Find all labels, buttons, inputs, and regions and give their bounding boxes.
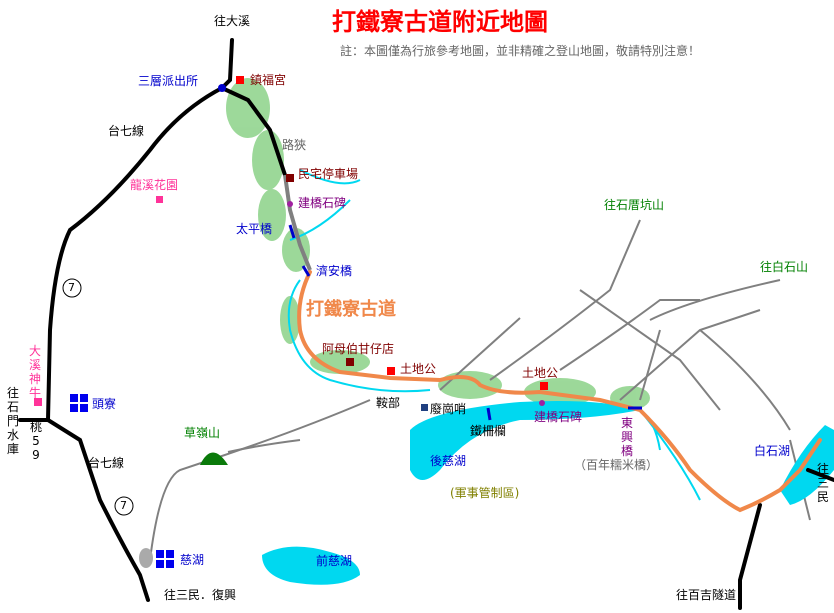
parking-marker — [286, 174, 294, 182]
tudigong-marker-2 — [540, 382, 548, 390]
label-baishi-lake: 白石湖 — [754, 444, 791, 458]
monument-dot-1 — [287, 201, 293, 207]
houci-lake — [410, 401, 640, 480]
label-to-daxi: 往大溪 — [214, 14, 251, 28]
label-parking: 民宅停車場 — [298, 167, 359, 181]
jian-bridge-mark — [301, 265, 311, 277]
label-houci-lake: 後慈湖 — [430, 454, 467, 468]
map-note: 註：本圖僅為行旅參考地圖，並非精確之登山地圖，敬請特別注意！ — [340, 44, 701, 58]
zhenfu-temple-marker — [236, 76, 244, 84]
label-monument-1: 建橋石碑 — [298, 196, 347, 210]
road-sanmin-right — [806, 468, 834, 482]
label-taiping-bridge: 太平橋 — [236, 222, 273, 236]
amu-store-marker — [346, 358, 354, 366]
label-route7-south: 7 — [120, 499, 127, 512]
road-to-daxi — [220, 86, 287, 177]
label-to-baishishan: 往白石山 — [760, 260, 809, 274]
label-daxi-niu: 大溪神牛 — [28, 344, 41, 400]
route-shield-north — [62, 278, 82, 298]
daxi-niu-marker — [34, 398, 42, 406]
label-tai7-north: 台七線 — [108, 124, 145, 138]
label-tai7-south: 台七線 — [88, 456, 125, 470]
label-taoyuan59: 桃59 — [30, 420, 43, 462]
label-to-baiji-tunnel: 往百吉隧道 — [676, 588, 737, 602]
abandoned-post-marker — [421, 404, 428, 411]
baishi-lake — [780, 425, 834, 505]
label-bainian-bridge: （百年糯米橋） — [574, 458, 659, 472]
trail-gray-segment — [283, 174, 312, 271]
iron-fence-mark — [486, 407, 492, 421]
label-caoling: 草嶺山 — [184, 426, 221, 440]
main-roads — [18, 38, 834, 610]
label-lubie: 路狹 — [282, 138, 307, 152]
label-zhenfu-temple: 鎮福宮 — [250, 73, 287, 87]
label-to-shiyakang: 往石厝坑山 — [604, 198, 665, 212]
label-to-shimen: 往石門水庫 — [6, 386, 19, 456]
label-jiaoban: 鞍部 — [376, 396, 401, 410]
label-longxi-garden: 龍溪花園 — [130, 178, 179, 192]
trail-name-label: 打鐵寮古道 — [306, 299, 396, 320]
trail-route — [297, 270, 822, 513]
label-qianci-lake: 前慈湖 — [316, 554, 353, 568]
toulu-marker — [70, 394, 88, 412]
label-to-sanmin-right: 往三民 — [816, 462, 829, 504]
label-dongxing-bridge: 東興橋 — [620, 416, 633, 458]
monument-dot-2 — [539, 400, 545, 406]
label-tudigong-2: 土地公 — [522, 366, 559, 380]
road-tai7 — [45, 38, 234, 602]
label-toulu: 頭寮 — [92, 397, 117, 411]
longxi-garden-marker — [156, 196, 163, 203]
label-route7-north: 7 — [68, 281, 75, 294]
label-jian-bridge: 濟安橋 — [316, 264, 353, 278]
river-main — [287, 169, 701, 501]
tudigong-marker-1 — [387, 367, 395, 375]
map-title: 打鐵寮古道附近地圖 — [332, 7, 548, 36]
bridges — [288, 224, 642, 421]
label-abandoned-post: 廢崗哨 — [430, 402, 467, 416]
cihu-mausoleum-icon — [139, 548, 153, 568]
label-amu-store: 阿母伯甘仔店 — [322, 342, 395, 356]
vegetation-area — [226, 78, 650, 410]
label-to-sanmin-fuxing: 往三民．復興 — [164, 588, 237, 602]
taiping-bridge-mark — [288, 224, 296, 239]
label-iron-fence: 鐵柵欄 — [470, 424, 507, 438]
mountain-icon — [200, 452, 228, 465]
label-sanceng-police: 三層派出所 — [138, 74, 199, 88]
label-tudigong-1: 土地公 — [400, 362, 437, 376]
label-military-zone: (軍事管制區) — [450, 486, 520, 500]
water-bodies — [262, 169, 834, 585]
qianci-lake — [262, 546, 360, 585]
label-monument-2: 建橋石碑 — [534, 410, 583, 424]
cihu-marker — [156, 550, 174, 568]
label-cihu: 慈湖 — [180, 553, 205, 567]
route-shield-south — [114, 496, 134, 516]
road-baiji — [738, 503, 762, 610]
police-station-dot — [218, 84, 226, 92]
